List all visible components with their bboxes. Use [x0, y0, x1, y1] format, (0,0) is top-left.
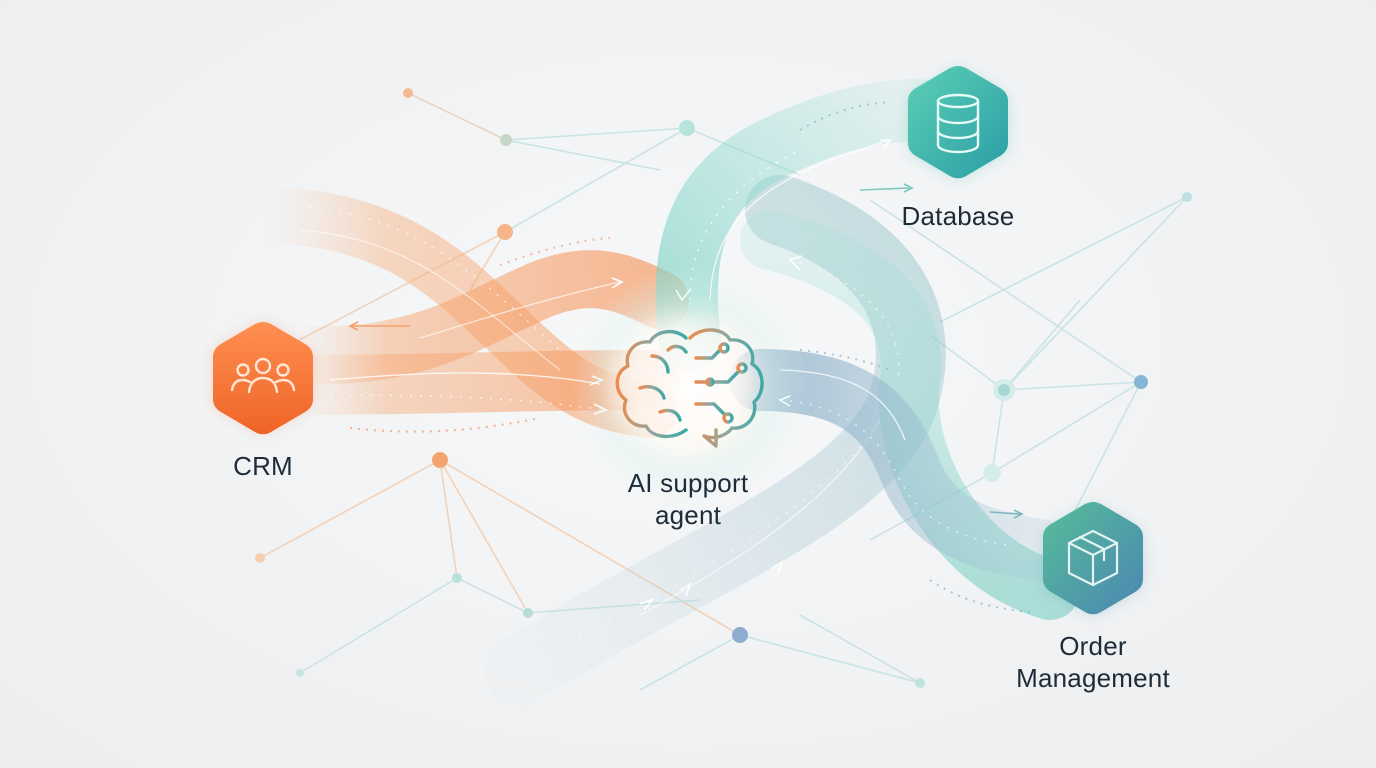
- network-node: [523, 608, 533, 618]
- flow-agent-order: [639, 349, 1071, 613]
- network-nodes: [255, 88, 1192, 688]
- order-label-line1: Order: [1059, 631, 1127, 661]
- network-node: [500, 134, 512, 146]
- network-node: [732, 627, 748, 643]
- network-node: [679, 120, 695, 136]
- network-node: [296, 669, 304, 677]
- order-management-label: Order Management: [1016, 630, 1170, 694]
- people-group-icon: [230, 357, 296, 394]
- network-node: [452, 573, 462, 583]
- network-node: [983, 464, 1001, 482]
- database-label: Database: [901, 201, 1015, 231]
- network-node: [403, 88, 413, 98]
- network-node: [915, 678, 925, 688]
- network-node: [497, 224, 513, 240]
- crm-node[interactable]: [213, 322, 313, 435]
- network-node: [432, 452, 448, 468]
- agent-label: AI support agent: [628, 467, 749, 531]
- network-node: [1182, 192, 1192, 202]
- agent-label-line2: agent: [654, 500, 722, 530]
- order-management-node[interactable]: [1043, 502, 1143, 615]
- order-label-line2: Management: [1016, 663, 1170, 693]
- database-node[interactable]: [908, 66, 1008, 179]
- agent-node[interactable]: [570, 265, 810, 505]
- network-node: [998, 384, 1010, 396]
- agent-label-line1: AI support: [627, 468, 749, 498]
- crm-label: CRM: [233, 451, 293, 481]
- brain-circuit-icon: [615, 328, 764, 448]
- network-node: [1134, 375, 1148, 389]
- network-node: [255, 553, 265, 563]
- database-icon: [936, 93, 980, 154]
- box-icon: [1067, 529, 1119, 587]
